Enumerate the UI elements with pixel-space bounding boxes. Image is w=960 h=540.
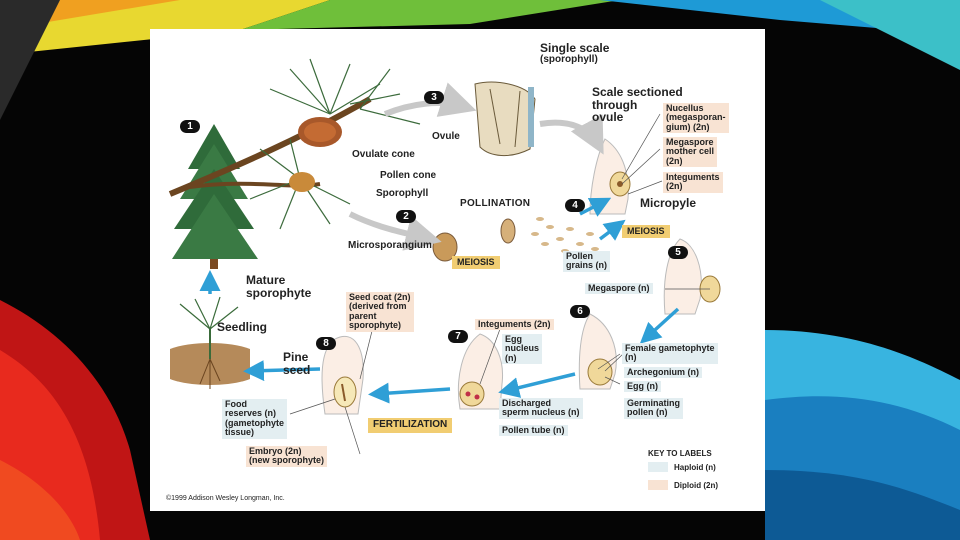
meiosis-right-label: MEIOSIS — [622, 225, 670, 239]
ovule-label: Ovule — [432, 131, 460, 142]
microsporangium-illustration — [432, 217, 599, 262]
step-7-badge: 7 — [448, 330, 468, 343]
fertilization-label: FERTILIZATION — [368, 418, 453, 433]
pine-life-cycle-diagram — [168, 58, 721, 455]
meiosis-left-label: MEIOSIS — [452, 256, 500, 270]
nucellus-label: Nucellus(megasporan-gium) (2n) — [663, 103, 729, 134]
microsporangium-label: Microsporangium — [348, 240, 432, 251]
copyright-text: ©1999 Addison Wesley Longman, Inc. — [166, 495, 285, 502]
pollination-label: POLLINATION — [460, 198, 531, 209]
sporophyll-label: Sporophyll — [376, 188, 429, 199]
archegonium-label: Archegonium (n) — [624, 367, 702, 379]
step-6-badge: 6 — [570, 305, 590, 318]
key-haploid: Haploid (n) — [648, 462, 716, 472]
egg-label: Egg (n) — [624, 381, 661, 393]
female-gametophyte-label: Female gametophyte(n) — [622, 343, 718, 364]
pollen-tube-label: Pollen tube (n) — [499, 425, 568, 437]
step-4-badge: 4 — [565, 199, 585, 212]
seedling-label: Seedling — [217, 320, 268, 334]
single-scale-label: Single scale(sporophyll) — [540, 41, 610, 65]
seedling-illustration — [170, 296, 250, 389]
single-scale-illustration — [474, 81, 536, 156]
sectioned-scale-illustration — [589, 138, 631, 215]
integuments-top-label: Integuments(2n) — [663, 172, 723, 193]
pine-tree-illustration — [172, 124, 258, 269]
diagram-panel: 1 2 3 4 5 6 7 8 Single scale(sporophyll)… — [150, 29, 765, 511]
integuments-mid-label: Integuments (2n) — [475, 319, 554, 331]
key-title: KEY TO LABELS — [648, 449, 712, 458]
step-2-badge: 2 — [396, 210, 416, 223]
blue-lifecycle-arrows — [199, 197, 680, 404]
step-1-badge: 1 — [180, 120, 200, 133]
megaspore-label: Megaspore (n) — [585, 283, 653, 295]
branch-with-cones — [168, 58, 421, 230]
fertilization-ovule-illustration — [457, 333, 504, 410]
micropyle-label: Micropyle — [640, 196, 697, 210]
pine-seed-illustration — [321, 336, 364, 415]
ovulate-cone-label: Ovulate cone — [352, 149, 415, 160]
embryo-label: Embryo (2n)(new sporophyte) — [246, 446, 328, 467]
female-gametophyte-illustration — [578, 313, 617, 390]
step-8-badge: 8 — [316, 337, 336, 350]
grey-process-arrows — [348, 82, 604, 251]
haploid-swatch — [648, 462, 668, 472]
diploid-key-text: Diploid (2n) — [674, 480, 718, 490]
haploid-key-text: Haploid (n) — [674, 462, 716, 472]
pollen-cone-label: Pollen cone — [380, 170, 437, 181]
step-5-badge: 5 — [668, 246, 688, 259]
step-3-badge: 3 — [424, 91, 444, 104]
diploid-swatch — [648, 480, 668, 490]
key-diploid: Diploid (2n) — [648, 480, 718, 490]
